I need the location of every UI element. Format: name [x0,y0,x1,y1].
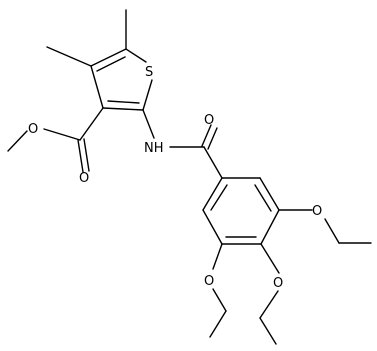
bond-ar2-ar3 [259,177,280,211]
sulfur-atom-label: S [145,65,153,80]
ethoxy-meta-left-oxygen-label: O [204,274,214,289]
bond-ch2-ch3 [259,317,277,345]
bond-ar5-ar6 [202,209,223,245]
bond-c4-methyl [46,46,92,67]
bond-ch2-ch3 [209,310,227,338]
amide-nh-label: NH [144,141,164,156]
bond-carbonyl-o-double-b [83,138,90,172]
bond-ar6-ar1 [202,177,223,211]
ethoxy-para [259,243,280,345]
amide-group [142,109,223,179]
bond-c4-c5-double [96,56,126,72]
ethoxy-para-oxygen-label: O [273,276,283,291]
bond-o-ch2 [212,288,227,312]
bond-ar4-o [260,243,280,274]
bond-c2-nh [142,109,155,139]
ethoxy-meta-right-oxygen-label: O [312,204,322,219]
bond-o-ch2 [259,290,279,319]
bond-ar3-ar4 [260,209,280,245]
bond-c4-c5 [90,48,127,67]
ethoxy-meta-right [278,209,372,244]
bond-o-ch2 [324,218,340,244]
thiophene-ring [90,48,153,111]
bond-ester-o-methyl [7,130,28,152]
bond-ar2-ar3-double [254,184,272,212]
bond-carbonyl-o-double-a [77,139,84,173]
bond-ar5-o [212,243,223,270]
bond-c3-c4 [90,65,104,109]
bond-amide-c-o-double-a [201,124,212,147]
bond-amide-c-o-double-b [207,127,218,150]
amide-oxygen-label: O [204,113,214,128]
bond-c3-carbonyl [79,107,104,141]
methyl-ester-group [7,107,104,173]
bond-c2-c3 [102,107,144,111]
ester-ether-oxygen-label: O [28,122,38,137]
bond-c5-s [125,48,147,63]
benzene-ring [202,177,280,245]
bond-amide-c-ring [203,146,223,179]
bond-ar6-ar1-double [210,184,228,211]
ester-carbonyl-oxygen-label: O [79,171,89,186]
bond-carbonyl-ester-o [43,128,81,141]
bond-c2-c3-double [107,100,140,104]
bond-s-c2 [142,79,153,111]
ethoxy-meta-left [209,243,227,338]
